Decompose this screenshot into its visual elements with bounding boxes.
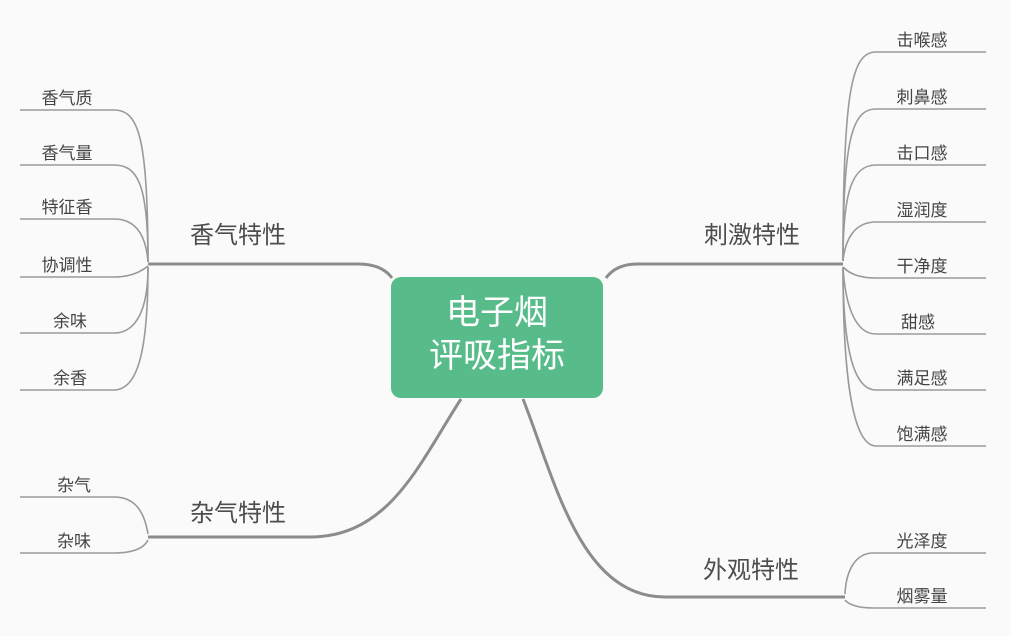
branch-line-aroma [148,262,394,279]
leaf-line-aroma-1 [20,164,149,263]
leaf-node-stimulation-5[interactable]: 甜感 [901,313,935,332]
branch-stimulation: 刺激特性 击喉感 刺鼻感 击口感 湿润度 干净度 甜感 满足感 饱满感 [604,31,986,447]
branch-node-stimulation[interactable]: 刺激特性 [704,222,800,249]
branch-aroma: 香气特性 香气质 香气量 特征香 协调性 余味 余香 [20,89,394,391]
leaf-line-offflavor-1 [20,539,149,554]
leaf-line-aroma-0 [20,109,149,263]
leaf-line-stimulation-5 [842,266,986,335]
leaf-node-offflavor-1[interactable]: 杂味 [57,532,91,551]
leaf-node-offflavor-0[interactable]: 杂气 [57,476,91,495]
leaf-line-aroma-5 [20,266,149,391]
leaf-node-aroma-2[interactable]: 特征香 [42,198,93,217]
leaf-node-stimulation-3[interactable]: 湿润度 [897,201,948,220]
leaf-line-aroma-2 [20,218,149,263]
leaf-line-appearance-0 [844,552,986,595]
leaf-node-aroma-3[interactable]: 协调性 [42,256,93,275]
leaf-node-stimulation-0[interactable]: 击喉感 [897,31,948,50]
branch-node-offflavor[interactable]: 杂气特性 [190,500,286,527]
branch-line-offflavor [148,398,463,539]
central-topic-line1: 电子烟 [446,294,548,332]
leaf-node-stimulation-6[interactable]: 满足感 [897,369,948,388]
central-topic-node[interactable]: 电子烟 评吸指标 [391,277,603,398]
branch-appearance: 外观特性 光泽度 烟雾量 [521,398,986,609]
leaf-node-aroma-1[interactable]: 香气量 [42,144,93,163]
leaf-node-stimulation-1[interactable]: 刺鼻感 [897,88,948,107]
leaf-node-appearance-0[interactable]: 光泽度 [897,532,948,551]
leaf-node-aroma-4[interactable]: 余味 [53,312,87,331]
leaf-node-stimulation-2[interactable]: 击口感 [897,144,948,163]
leaf-line-stimulation-2 [842,164,986,262]
leaf-line-appearance-1 [844,599,986,609]
leaf-line-offflavor-0 [20,496,149,535]
branch-node-appearance[interactable]: 外观特性 [703,557,799,584]
branch-offflavor: 杂气特性 杂气 杂味 [20,398,463,554]
leaf-node-aroma-0[interactable]: 香气质 [42,89,93,108]
leaf-node-aroma-5[interactable]: 余香 [53,369,87,388]
branch-line-stimulation [604,262,843,279]
leaf-line-stimulation-3 [842,221,986,262]
leaf-node-stimulation-4[interactable]: 干净度 [897,257,948,276]
leaf-line-stimulation-7 [842,266,986,447]
branch-node-aroma[interactable]: 香气特性 [190,222,286,249]
central-topic-line2: 评吸指标 [429,337,565,375]
leaf-line-aroma-3 [20,265,149,278]
leaf-line-stimulation-1 [842,108,986,262]
central-topic-shape[interactable] [391,277,603,398]
leaf-node-stimulation-7[interactable]: 饱满感 [897,425,948,444]
branch-line-appearance [521,398,845,599]
leaf-line-stimulation-4 [842,266,986,279]
leaf-node-appearance-1[interactable]: 烟雾量 [897,587,948,606]
